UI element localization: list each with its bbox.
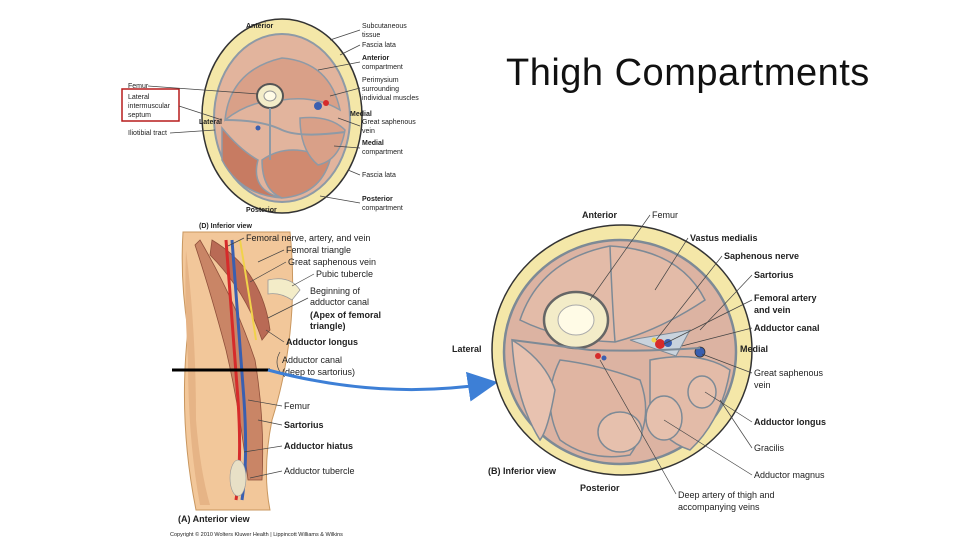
right-label-saphenous-nerve: Saphenous nerve xyxy=(724,251,799,261)
left-copyright: Copyright © 2010 Wolters Kluwer Health |… xyxy=(170,531,343,538)
left-label-femoral-nav: Femoral nerve, artery, and vein xyxy=(246,233,370,243)
top-label-great-saph-1: Great saphenous xyxy=(362,119,416,126)
right-label-medial: Medial xyxy=(740,344,768,354)
left-label-adductor-tubercle: Adductor tubercle xyxy=(284,466,355,476)
top-label-posterior: Posterior xyxy=(246,207,277,214)
top-label-perimysium-3: individual muscles xyxy=(362,95,419,102)
top-label-anterior: Anterior xyxy=(246,23,274,30)
top-label-anterior-comp-1: Anterior xyxy=(362,55,390,62)
top-label-medial: Medial xyxy=(350,111,372,118)
right-label-deep-artery-2: accompanying veins xyxy=(678,502,760,512)
top-label-medial-comp-1: Medial xyxy=(362,140,384,147)
left-label-adductor-longus: Adductor longus xyxy=(286,337,358,347)
left-inset-caption: (D) Inferior view xyxy=(199,223,252,230)
left-label-femur: Femur xyxy=(284,401,310,411)
section-arrow xyxy=(267,368,498,402)
left-label-adductor-canal-2: (deep to sartorius) xyxy=(282,367,355,377)
top-label-lateral-septum-3: septum xyxy=(128,112,151,119)
right-label-posterior: Posterior xyxy=(580,483,620,493)
right-label-great-saph-1: Great saphenous xyxy=(754,368,824,378)
right-caption: (B) Inferior view xyxy=(488,466,557,476)
top-label-perimysium-1: Perimysium xyxy=(362,77,399,84)
left-anterior-thigh xyxy=(172,231,301,511)
top-label-fascia-lata-bottom: Fascia lata xyxy=(362,172,396,179)
left-label-beginning-2: adductor canal xyxy=(310,297,369,307)
left-leader-lines xyxy=(227,237,315,479)
top-label-subcutaneous-2: tissue xyxy=(362,32,380,39)
top-label-femur: Femur xyxy=(128,83,149,90)
left-label-great-saph: Great saphenous vein xyxy=(288,257,376,267)
right-label-femur: Femur xyxy=(652,210,678,220)
top-leader-lines xyxy=(147,29,361,204)
top-medial-muscles xyxy=(299,116,346,166)
right-label-adductor-longus: Adductor longus xyxy=(754,417,826,427)
top-labels: Anterior Posterior Lateral Medial Subcut… xyxy=(128,23,419,214)
right-labels: Anterior Femur Vastus medialis Saphenous… xyxy=(452,210,826,512)
left-labels: (D) Inferior view Femoral nerve, artery,… xyxy=(170,223,381,538)
right-label-vastus-medialis: Vastus medialis xyxy=(690,233,758,243)
right-label-adductor-canal: Adductor canal xyxy=(754,323,820,333)
right-label-adductor-magnus: Adductor magnus xyxy=(754,470,825,480)
top-label-anterior-comp-2: compartment xyxy=(362,64,403,71)
lateral-septum-highlight-box xyxy=(121,88,180,122)
top-label-lateral-septum-2: intermuscular xyxy=(128,103,171,110)
top-label-subcutaneous-1: Subcutaneous xyxy=(362,23,407,30)
top-label-iliotibial: Iliotibial tract xyxy=(128,130,167,137)
top-cross-section xyxy=(201,18,363,214)
right-label-great-saph-2: vein xyxy=(754,380,771,390)
left-label-adductor-hiatus: Adductor hiatus xyxy=(284,441,353,451)
right-leader-lines xyxy=(589,214,753,495)
right-cross-section xyxy=(491,224,753,476)
right-label-lateral: Lateral xyxy=(452,344,482,354)
right-label-sartorius: Sartorius xyxy=(754,270,794,280)
right-label-anterior: Anterior xyxy=(582,210,618,220)
top-label-lateral: Lateral xyxy=(199,119,222,126)
left-label-sartorius: Sartorius xyxy=(284,420,324,430)
left-caption: (A) Anterior view xyxy=(178,514,251,524)
right-label-femoral-av-1: Femoral artery xyxy=(754,293,817,303)
top-label-fascia-lata-top: Fascia lata xyxy=(362,42,396,49)
right-label-gracilis: Gracilis xyxy=(754,443,785,453)
top-label-perimysium-2: surrounding xyxy=(362,86,399,93)
right-label-deep-artery-1: Deep artery of thigh and xyxy=(678,490,775,500)
left-label-femoral-triangle: Femoral triangle xyxy=(286,245,351,255)
top-label-great-saph-2: vein xyxy=(362,128,375,135)
top-label-posterior-comp-1: Posterior xyxy=(362,196,393,203)
top-label-medial-comp-2: compartment xyxy=(362,149,403,156)
top-posterior-lateral-muscles xyxy=(221,125,283,199)
left-label-apex-2: triangle) xyxy=(310,321,346,331)
right-label-femoral-av-2: and vein xyxy=(754,305,791,315)
left-label-beginning-1: Beginning of xyxy=(310,286,361,296)
top-label-lateral-septum-1: Lateral xyxy=(128,94,150,101)
left-label-pubic-tubercle: Pubic tubercle xyxy=(316,269,373,279)
slide-title: Thigh Compartments xyxy=(506,52,870,94)
left-label-adductor-canal-1: Adductor canal xyxy=(282,355,342,365)
top-posterior-muscles xyxy=(261,149,331,199)
top-label-posterior-comp-2: compartment xyxy=(362,205,403,212)
left-label-apex-1: (Apex of femoral xyxy=(310,310,381,320)
